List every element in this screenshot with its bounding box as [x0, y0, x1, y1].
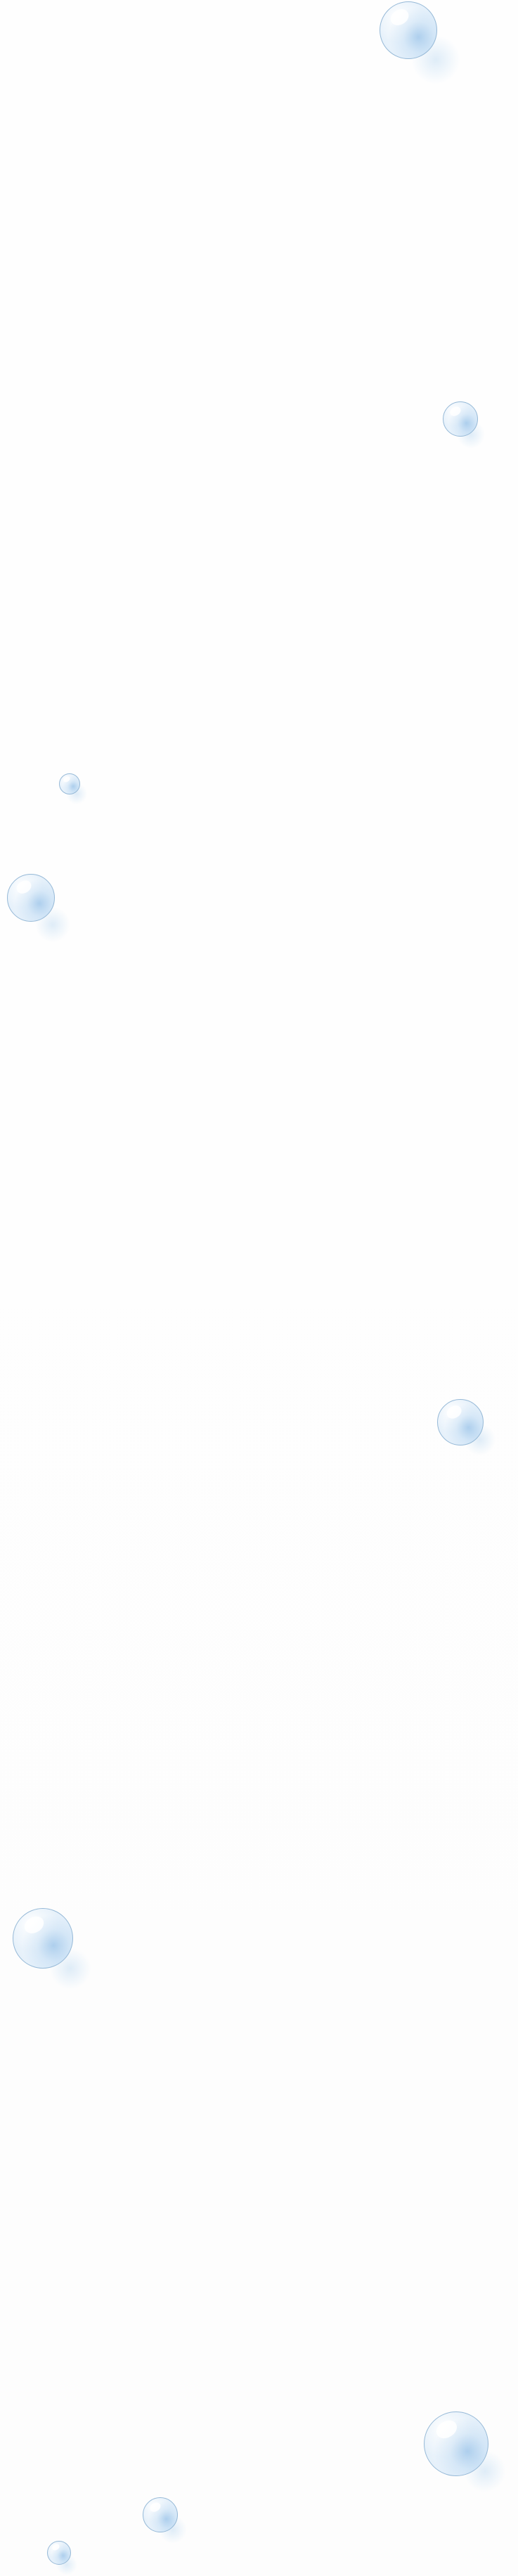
bubble-icon: [424, 2411, 488, 2476]
bubble-icon: [47, 2541, 71, 2565]
bubble-icon: [443, 401, 478, 437]
bubble-icon: [13, 1908, 73, 1969]
bubble-icon: [380, 1, 437, 59]
bubble-icon: [143, 2497, 178, 2532]
bubble-icon: [59, 773, 80, 794]
bubble-icon: [437, 1399, 484, 1445]
bubble-icon: [7, 874, 55, 922]
